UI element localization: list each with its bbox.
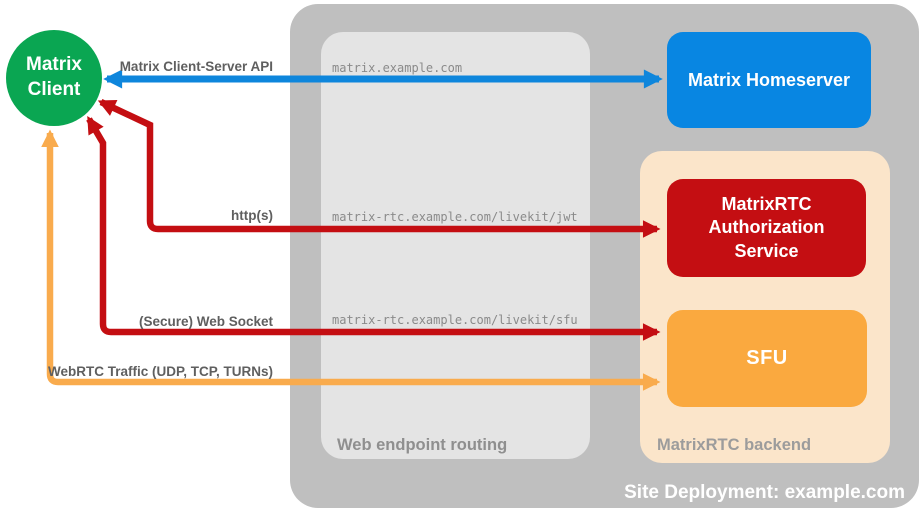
matrix-client-node: Matrix Client <box>6 30 102 126</box>
site-deployment-caption: Site Deployment: example.com <box>624 482 905 503</box>
webrtc-traffic-arrow <box>41 129 661 391</box>
matrixrtc-auth-service-label: MatrixRTC Authorization Service <box>708 193 825 261</box>
matrixrtc-auth-service-node: MatrixRTC Authorization Service <box>667 179 866 277</box>
matrix-homeserver-label: Matrix Homeserver <box>687 69 851 90</box>
endpoint-matrix-hostname: matrix.example.com <box>332 61 463 75</box>
https-arrow-label: http(s) <box>231 208 273 223</box>
sfu-node: SFU <box>667 310 867 407</box>
sfu-label: SFU <box>746 347 788 369</box>
matrixrtc-backend-caption: MatrixRTC backend <box>657 436 812 454</box>
matrix-client-label: Matrix Client <box>26 54 82 100</box>
web-endpoint-routing-caption: Web endpoint routing <box>337 436 508 454</box>
matrix-homeserver-node: Matrix Homeserver <box>667 32 871 128</box>
endpoint-livekit-jwt-path: matrix-rtc.example.com/livekit/jwt <box>332 210 578 224</box>
client-server-api-arrow-label: Matrix Client-Server API <box>119 59 273 74</box>
endpoint-livekit-sfu-path: matrix-rtc.example.com/livekit/sfu <box>332 313 578 327</box>
websocket-arrow-label: (Secure) Web Socket <box>138 314 273 329</box>
websocket-sfu-arrow <box>86 115 661 341</box>
webrtc-arrow-label: WebRTC Traffic (UDP, TCP, TURNs) <box>47 364 273 379</box>
